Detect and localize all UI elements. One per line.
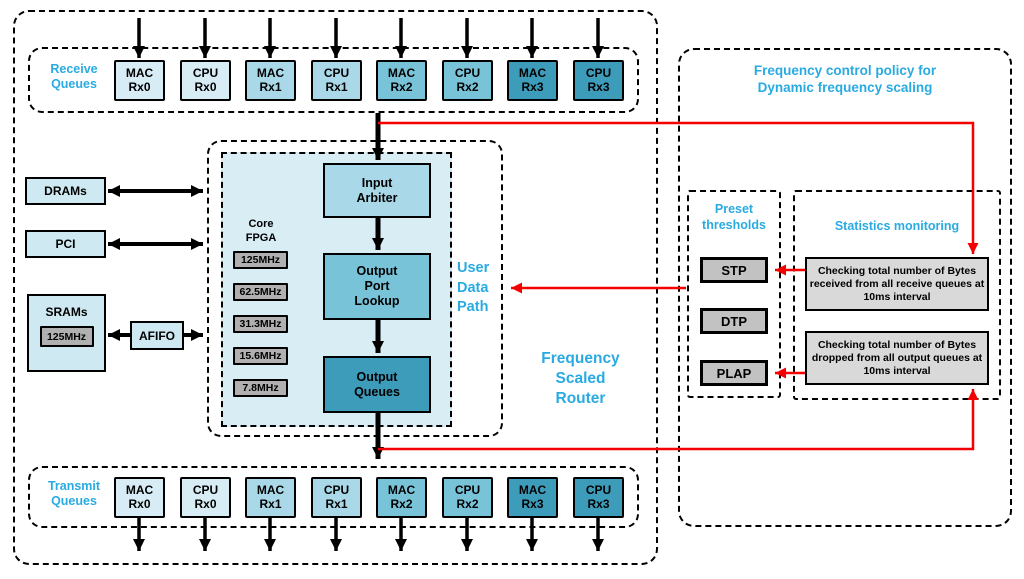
tx-queue-cpu-rx1: CPU Rx1 <box>311 477 362 518</box>
tx-queue-mac-rx1: MAC Rx1 <box>245 477 296 518</box>
core-fpga-label: Core FPGA <box>245 218 277 244</box>
afifo-box: AFIFO <box>130 321 184 350</box>
rx-queue-cpu-rx3: CPU Rx3 <box>573 60 624 101</box>
user-data-path-container <box>207 140 503 437</box>
rx-queue-cpu-rx0: CPU Rx0 <box>180 60 231 101</box>
freq-chip-15-6mhz: 15.6MHz <box>233 347 288 365</box>
user-data-path-label: User Data Path <box>457 260 490 315</box>
tx-queue-cpu-rx0: CPU Rx0 <box>180 477 231 518</box>
stats-bytes-received-box: Checking total number of Bytes received … <box>805 257 989 311</box>
rx-queue-cpu-rx1: CPU Rx1 <box>311 60 362 101</box>
transmit-queues-container <box>28 466 639 528</box>
output-port-lookup-box: Output Port Lookup <box>323 253 431 320</box>
rx-queue-mac-rx2: MAC Rx2 <box>376 60 427 101</box>
tx-queue-mac-rx2: MAC Rx2 <box>376 477 427 518</box>
drams-box: DRAMs <box>25 177 106 205</box>
preset-thresholds-label: Preset thresholds <box>702 202 766 232</box>
dtp-threshold-box: DTP <box>700 308 768 334</box>
srams-box: SRAMs 125MHz <box>27 294 106 372</box>
srams-label: SRAMs <box>45 305 88 319</box>
tx-queue-cpu-rx2: CPU Rx2 <box>442 477 493 518</box>
srams-freq-chip: 125MHz <box>39 326 94 347</box>
freq-chip-62-5mhz: 62.5MHz <box>233 283 288 301</box>
plap-threshold-box: PLAP <box>700 360 768 386</box>
rx-queue-mac-rx1: MAC Rx1 <box>245 60 296 101</box>
tx-queue-cpu-rx3: CPU Rx3 <box>573 477 624 518</box>
output-queues-box: Output Queues <box>323 356 431 413</box>
freq-chip-31-3mhz: 31.3MHz <box>233 315 288 333</box>
rx-queue-cpu-rx2: CPU Rx2 <box>442 60 493 101</box>
freq-chip-125mhz: 125MHz <box>233 251 288 269</box>
receive-queues-label: Receive Queues <box>50 62 98 91</box>
freq-chip-7-8mhz: 7.8MHz <box>233 379 288 397</box>
tx-queue-mac-rx3: MAC Rx3 <box>507 477 558 518</box>
rx-queue-mac-rx3: MAC Rx3 <box>507 60 558 101</box>
frequency-scaled-router-label: Frequency Scaled Router <box>541 350 620 407</box>
rx-queue-mac-rx0: MAC Rx0 <box>114 60 165 101</box>
input-arbiter-box: Input Arbiter <box>323 163 431 218</box>
stats-bytes-dropped-box: Checking total number of Bytes dropped f… <box>805 331 989 385</box>
transmit-queues-label: Transmit Queues <box>47 479 101 508</box>
statistics-monitoring-label: Statistics monitoring <box>834 219 960 233</box>
control-policy-title: Frequency control policy for Dynamic fre… <box>753 63 937 95</box>
tx-queue-mac-rx0: MAC Rx0 <box>114 477 165 518</box>
stp-threshold-box: STP <box>700 257 768 283</box>
pci-box: PCI <box>25 230 106 258</box>
